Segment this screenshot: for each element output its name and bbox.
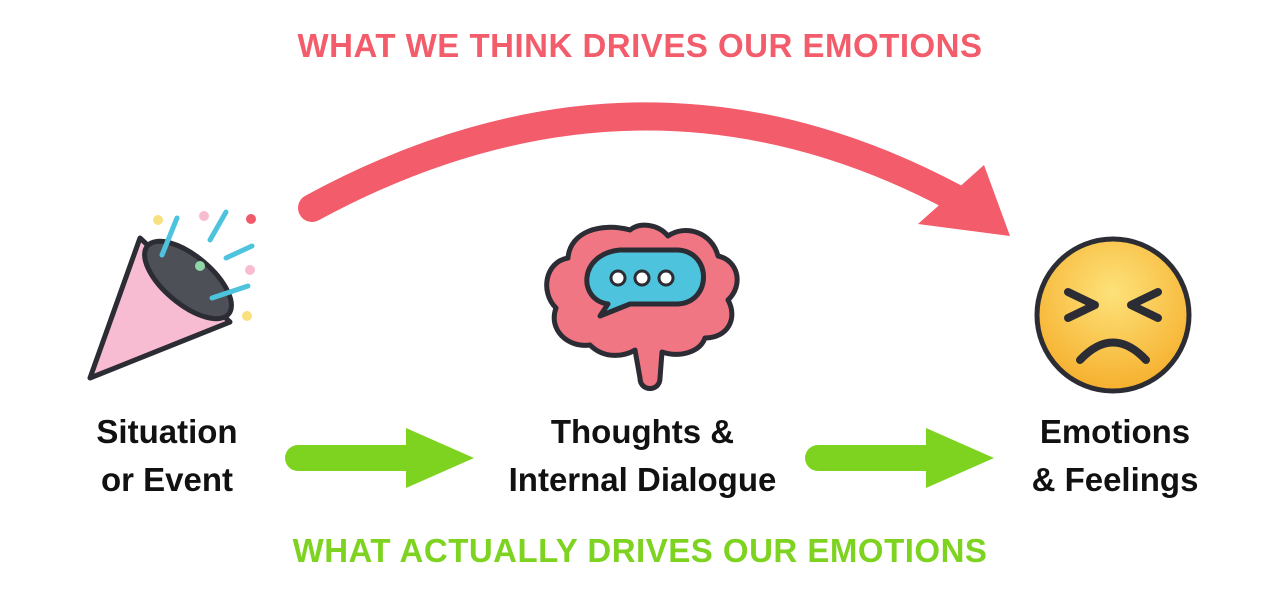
emotions-label-line1: Emotions [1039,413,1191,450]
thoughts-label-line1: Thoughts & [550,413,735,450]
situation-label-line2: or Event [100,461,234,498]
emotions-label: Emotions & Feelings [1000,408,1230,504]
actual-arrow-1 [285,428,474,488]
bottom-heading: WHAT ACTUALLY DRIVES OUR EMOTIONS [292,532,988,569]
situation-label: Situation or Event [57,408,277,504]
actual-arrow-2 [805,428,994,488]
upset-face-icon [1034,236,1192,394]
emotions-label-line2: & Feelings [1031,461,1199,498]
brain-speech-bubble-icon [544,222,740,391]
party-popper-icon [87,209,256,381]
top-heading: WHAT WE THINK DRIVES OUR EMOTIONS [297,27,983,64]
thoughts-label: Thoughts & Internal Dialogue [470,408,815,504]
perceived-arrow [298,102,1010,236]
thoughts-label-line2: Internal Dialogue [508,461,777,498]
situation-label-line1: Situation [96,413,238,450]
